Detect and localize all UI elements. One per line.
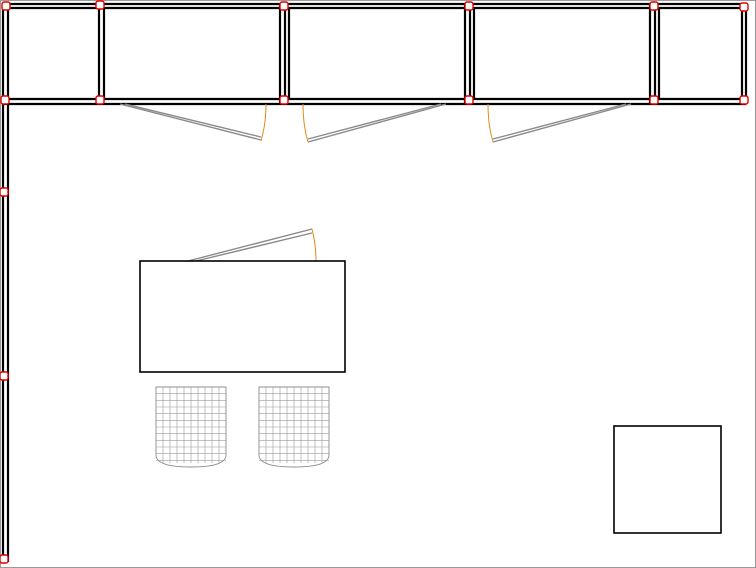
door-1	[119, 103, 267, 142]
wall-node-15	[0, 554, 9, 564]
door-4-swing	[311, 228, 317, 262]
partition-3	[463, 4, 476, 104]
wall-node-5	[649, 1, 659, 11]
chair-1	[155, 386, 227, 468]
table	[139, 260, 346, 373]
cabinet	[613, 425, 722, 534]
door-4	[187, 228, 317, 262]
partition-4	[648, 4, 661, 104]
left-wall	[1, 4, 10, 562]
wall-node-6	[739, 2, 749, 12]
wall-node-4	[464, 1, 474, 11]
chair-2	[258, 386, 330, 468]
wall-node-8	[95, 95, 105, 105]
wall-node-13	[0, 187, 9, 197]
partition-5	[740, 4, 748, 104]
partition-2	[278, 4, 291, 104]
wall-node-14	[0, 371, 9, 381]
wall-node-1	[1, 1, 11, 11]
cubicle-row	[4, 2, 748, 106]
door-1-swing	[260, 103, 267, 142]
door-2-swing	[302, 103, 309, 143]
door-2	[302, 103, 447, 143]
door-3	[487, 103, 632, 143]
door-3-swing	[487, 103, 494, 143]
partition-1	[97, 4, 106, 104]
wall-node-10	[464, 95, 474, 105]
wall-node-11	[649, 95, 659, 105]
wall-node-7	[0, 95, 10, 105]
wall-node-9	[279, 95, 289, 105]
wall-node-3	[279, 1, 289, 11]
wall-node-12	[739, 95, 749, 105]
wall-node-2	[95, 0, 105, 10]
